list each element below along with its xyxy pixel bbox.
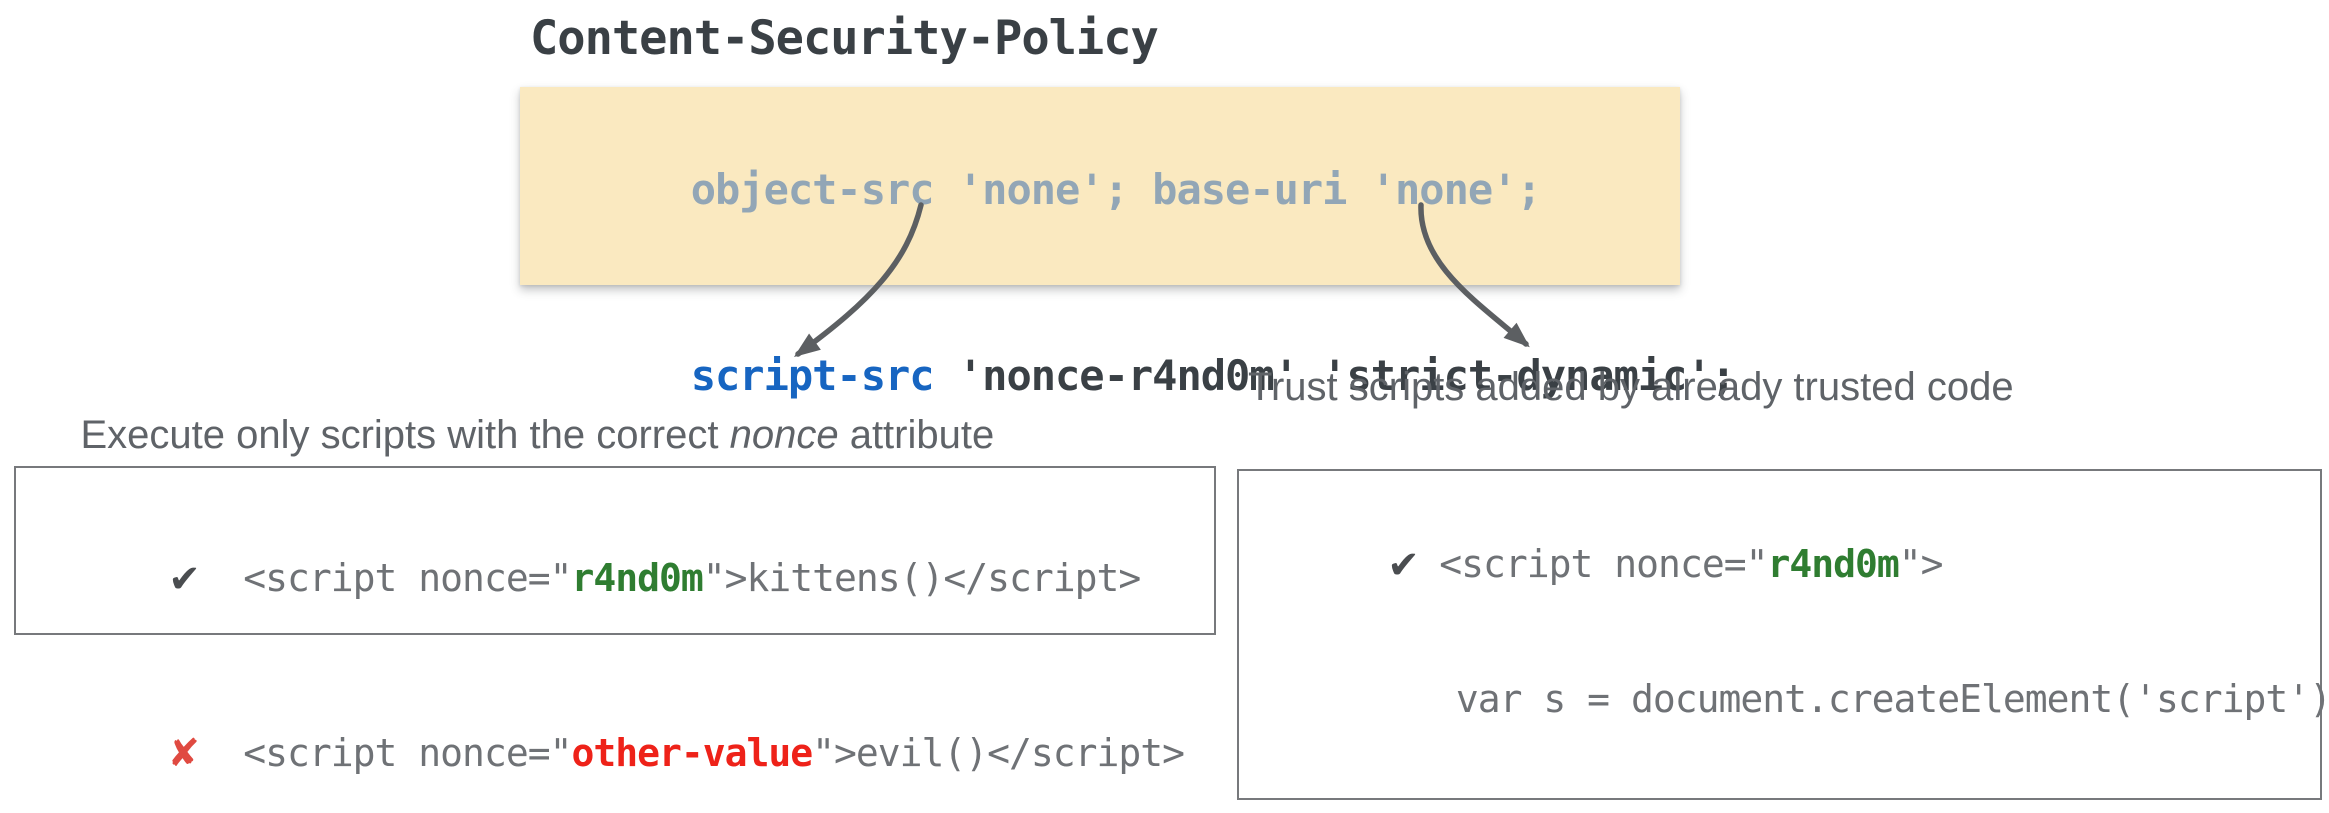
policy-keyword: script-src xyxy=(690,351,935,400)
label-text: Execute only scripts with the correct xyxy=(80,413,730,457)
code-text: var s = document.createElement('script') xyxy=(1390,677,2329,721)
strict-dynamic-example-box: ✔ <script nonce="r4nd0m"> var s = documen… xyxy=(1237,469,2329,813)
policy-line-object-src: object-src 'none'; base-uri 'none'; xyxy=(545,97,1680,283)
code-line-script-open: ✔ <script nonce="r4nd0m"> xyxy=(1259,495,2320,632)
policy-muted-text: object-src 'none'; base-uri 'none'; xyxy=(690,165,1542,214)
code-line-create-element: var s = document.createElement('script') xyxy=(1259,632,2329,767)
check-icon: ✔ xyxy=(171,551,198,602)
code-line-valid-script: ✔ <script nonce="r4nd0m">kittens()</scrip… xyxy=(40,490,1214,665)
nonce-explanation-label: Execute only scripts with the correct no… xyxy=(36,363,994,507)
code-text: ">kittens()</script> xyxy=(702,556,1142,600)
code-line-set-src: s.src = "/path/to/script.js"; xyxy=(1259,767,2320,813)
nonce-value-valid: r4nd0m xyxy=(1767,542,1899,586)
code-text: <script nonce=" xyxy=(243,731,572,775)
nonce-example-box: ✔<script nonce="r4nd0m">kittens()</scrip… xyxy=(14,466,1216,777)
label-italic-nonce: nonce xyxy=(729,413,839,457)
nonce-value-valid: r4nd0m xyxy=(571,556,703,600)
code-text: ">evil()</script> xyxy=(812,731,1185,775)
label-text: attribute xyxy=(838,413,995,457)
code-line-invalid-script: ✘ <script nonce="other-value">evil()</scr… xyxy=(40,665,1214,813)
cross-icon: ✘ xyxy=(171,726,198,777)
check-icon: ✔ xyxy=(1390,537,1417,588)
page-title: Content-Security-Policy xyxy=(530,11,1159,66)
policy-code-box: object-src 'none'; base-uri 'none'; scri… xyxy=(520,87,1736,400)
code-text: <script nonce=" xyxy=(243,556,572,600)
policy-line-script-src: script-src 'nonce-r4nd0m' 'strict-dynami… xyxy=(545,283,1736,469)
code-text: "> xyxy=(1898,542,1944,586)
strict-dynamic-explanation-label: Trust scripts added by already trusted c… xyxy=(1248,365,2014,409)
policy-values: 'nonce-r4nd0m' 'strict-dynamic'; xyxy=(933,351,1736,400)
code-text: <script nonce=" xyxy=(1439,542,1768,586)
nonce-value-invalid: other-value xyxy=(571,731,813,775)
